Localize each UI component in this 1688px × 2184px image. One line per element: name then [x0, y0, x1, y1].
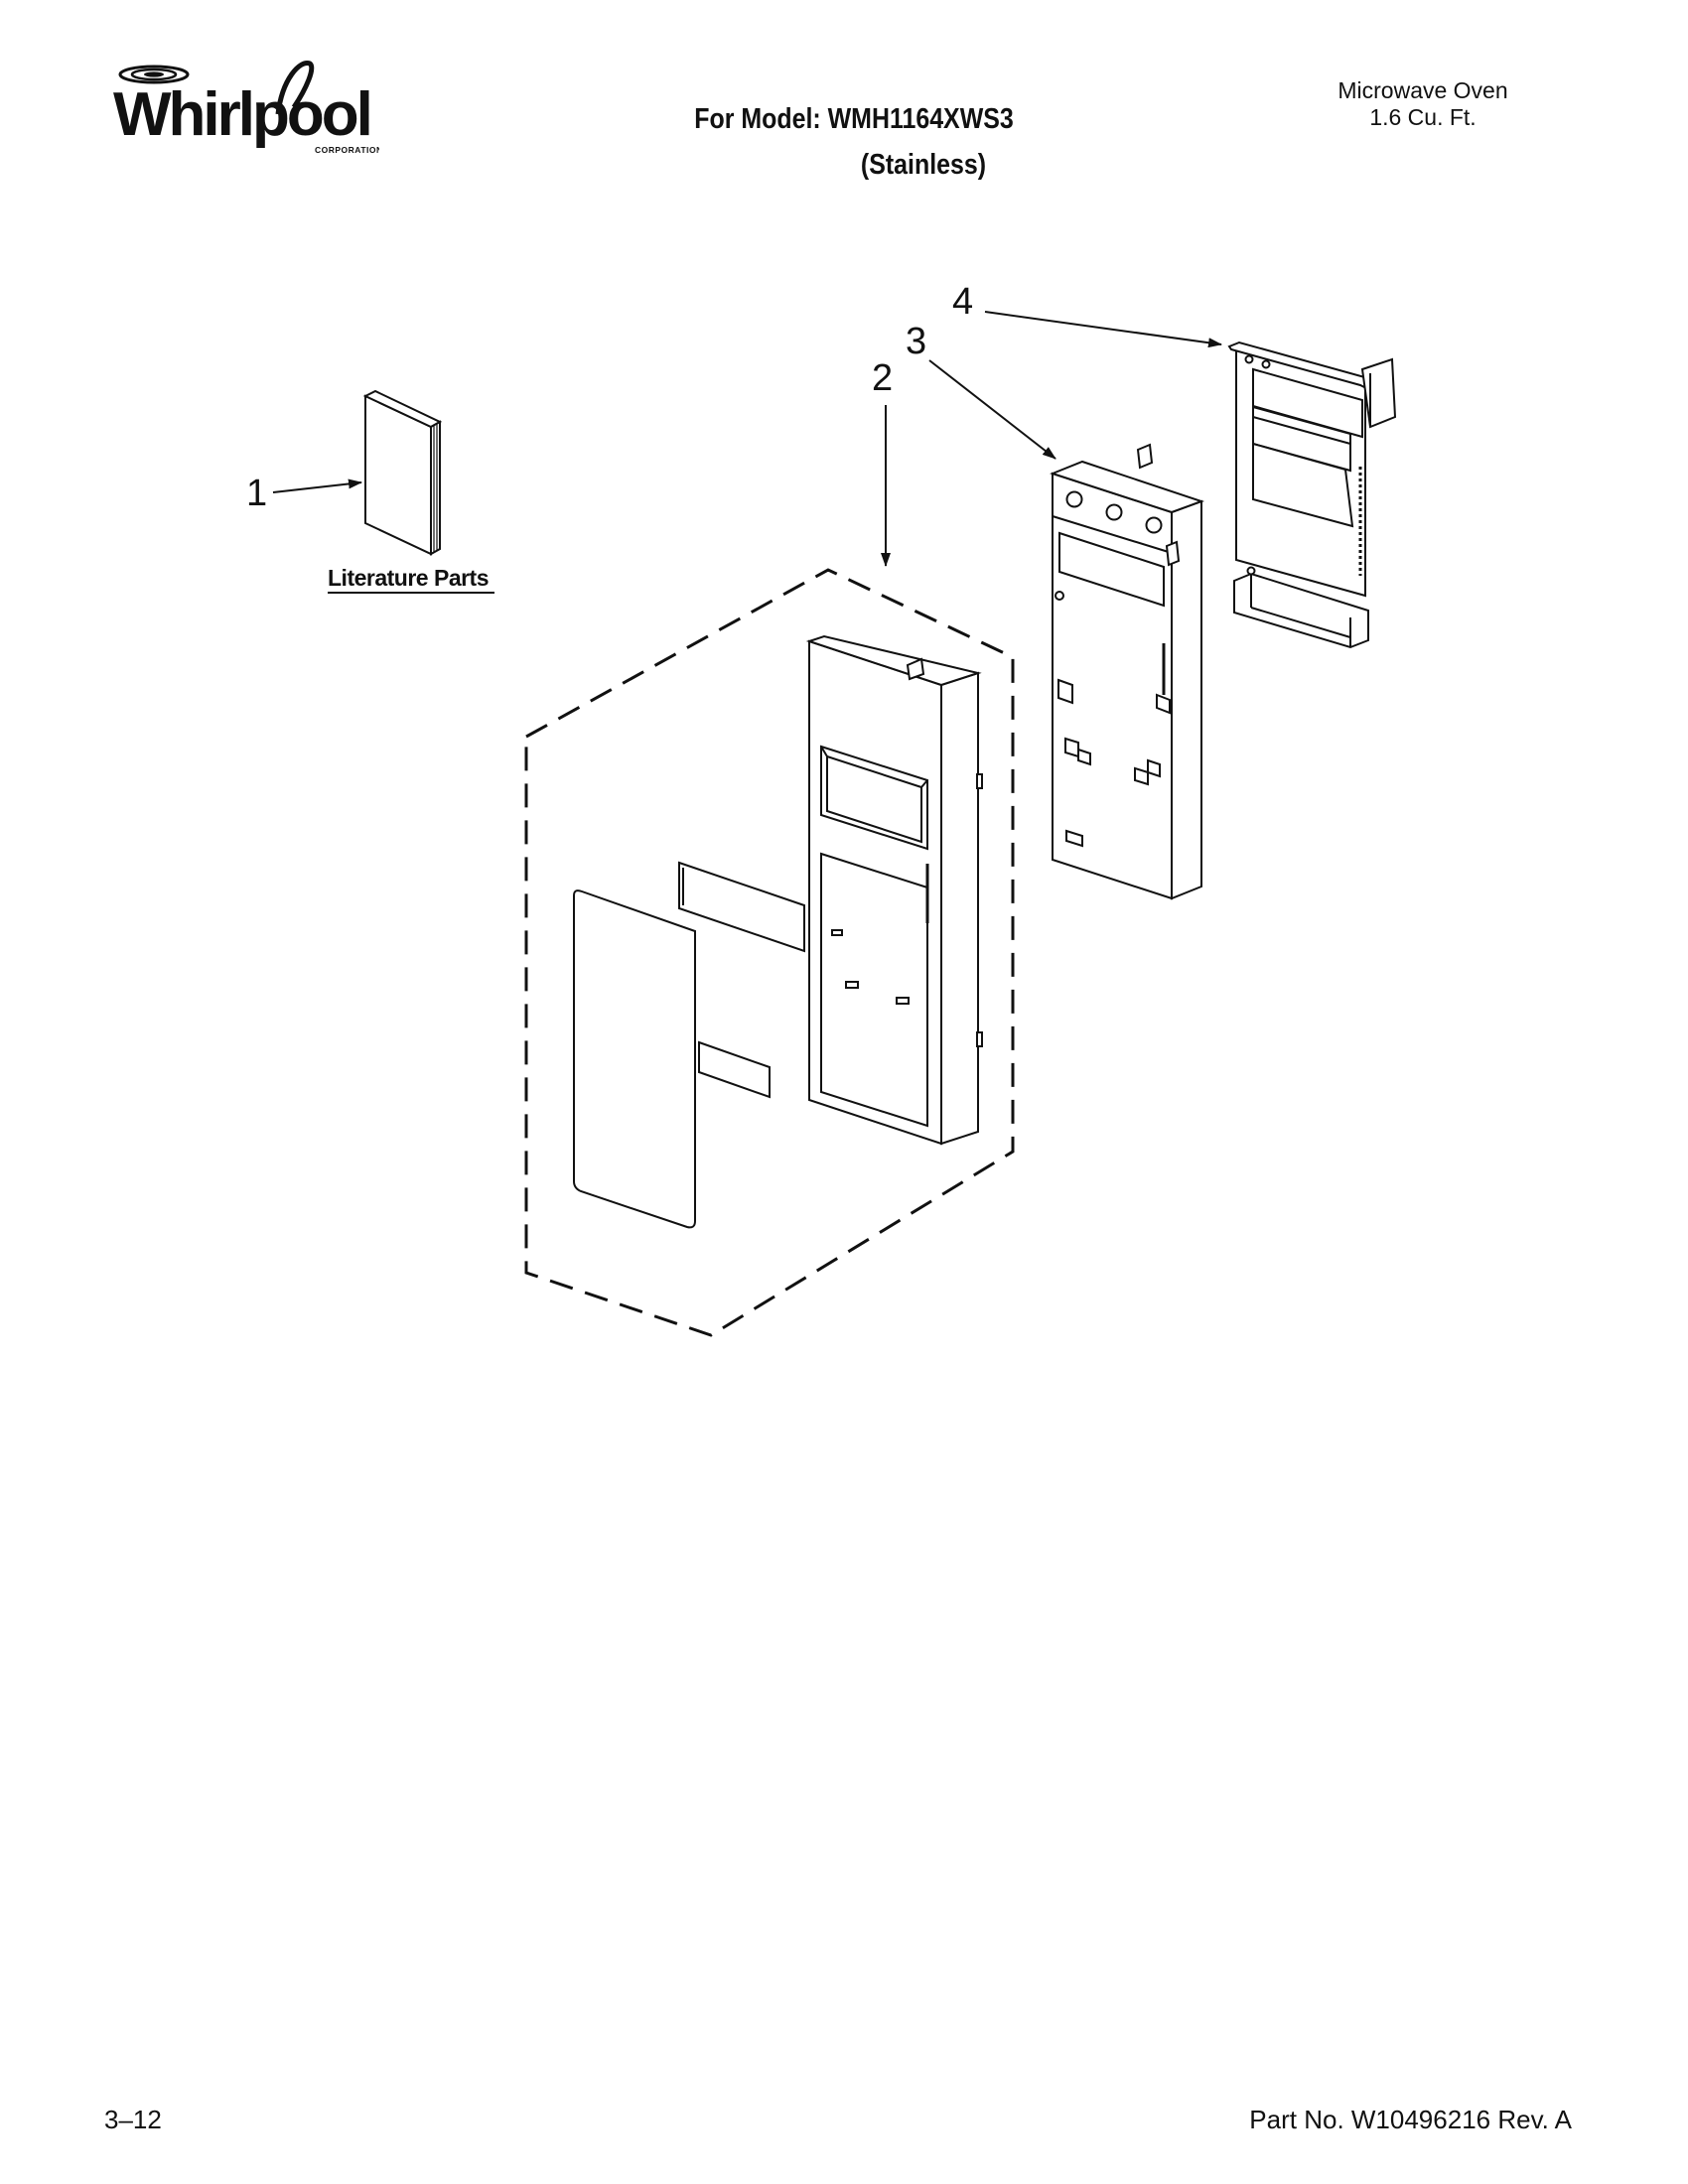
parts-diagram: 1 Literature Parts 2: [246, 281, 1397, 1337]
whirlpool-logo-icon: Whirlpool CORPORATION: [113, 61, 382, 155]
control-bracket: [1050, 443, 1205, 900]
model-variant: (Stainless): [860, 149, 987, 181]
literature-part: [362, 389, 443, 556]
callout-1: 1: [246, 473, 267, 514]
callout-4: 4: [952, 281, 973, 323]
leader-line-3: [928, 359, 1056, 460]
callout-3: 3: [906, 321, 926, 362]
leader-line-1: [272, 478, 362, 493]
membrane-keypad: [573, 889, 696, 1229]
product-name: Microwave Oven: [1337, 77, 1508, 103]
part-number: Part No. W10496216 Rev. A: [1249, 2105, 1572, 2134]
leader-line-4: [984, 311, 1222, 348]
page-number: 3–12: [104, 2105, 162, 2134]
callout-2: 2: [872, 357, 893, 399]
literature-label: Literature Parts: [328, 565, 489, 591]
brand-name: Whirlpool: [113, 80, 370, 149]
assembly-boundary: [524, 568, 1015, 1337]
control-board: [1227, 341, 1397, 649]
keypad-connector: [698, 1040, 771, 1099]
display-lens: [678, 861, 805, 953]
model-title: For Model: WMH1164XWS3: [694, 103, 1014, 135]
product-size: 1.6 Cu. Ft.: [1369, 104, 1477, 130]
brand-logo: Whirlpool CORPORATION: [111, 60, 382, 159]
brand-sub: CORPORATION: [315, 145, 379, 155]
control-panel-frame: [805, 634, 983, 1146]
